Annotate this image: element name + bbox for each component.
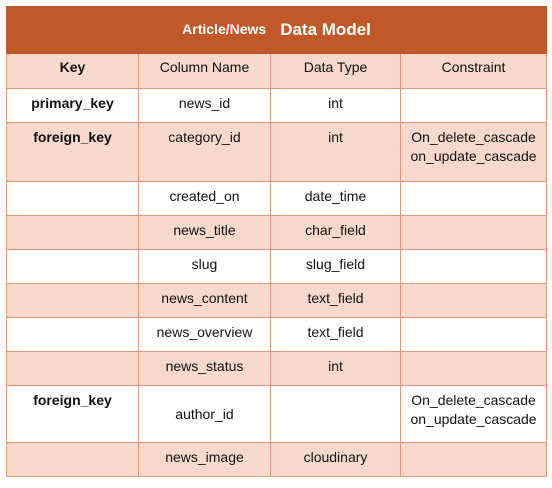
cell-data-type: text_field xyxy=(270,283,401,318)
cell-constraint: On_delete_cascade on_update_cascade xyxy=(399,122,548,182)
column-header-row: Key Column Name Data Type Constraint xyxy=(6,53,548,89)
cell-key xyxy=(6,283,139,318)
table-row: primary_key news_id int xyxy=(6,88,548,123)
constraint-line: On_delete_cascade xyxy=(411,129,536,145)
cell-column-name: news_image xyxy=(138,442,271,477)
cell-constraint xyxy=(399,283,548,318)
table-row: news_content text_field xyxy=(6,283,548,318)
cell-key xyxy=(6,215,139,250)
cell-key xyxy=(6,442,139,477)
header-data-type: Data Type xyxy=(270,53,401,89)
cell-constraint xyxy=(399,442,548,477)
cell-data-type: text_field xyxy=(270,317,401,352)
title-prefix: Article/News xyxy=(182,21,267,37)
data-model-table-container: Article/News Data Model Key Column Name D… xyxy=(5,6,548,477)
cell-column-name: created_on xyxy=(138,181,271,216)
cell-column-name: news_overview xyxy=(138,317,271,352)
table-row: created_on date_time xyxy=(6,181,548,216)
cell-data-type: date_time xyxy=(270,181,401,216)
cell-key: foreign_key xyxy=(6,122,139,182)
cell-constraint xyxy=(399,317,548,352)
cell-constraint: On_delete_cascade on_update_cascade xyxy=(399,385,548,443)
cell-constraint xyxy=(399,249,548,284)
cell-data-type: slug_field xyxy=(270,249,401,284)
cell-column-name: slug xyxy=(138,249,271,284)
table-row: news_status int xyxy=(6,351,548,386)
table-row: news_overview text_field xyxy=(6,317,548,352)
cell-key: primary_key xyxy=(6,88,139,123)
table-row: news_image cloudinary xyxy=(6,442,548,477)
cell-column-name: category_id xyxy=(138,122,271,182)
cell-data-type xyxy=(270,385,401,443)
data-model-table: Article/News Data Model Key Column Name D… xyxy=(5,6,548,477)
cell-data-type: char_field xyxy=(270,215,401,250)
title-main: Data Model xyxy=(280,20,371,39)
constraint-line: on_update_cascade xyxy=(410,411,537,427)
cell-column-name: author_id xyxy=(138,385,271,443)
cell-column-name: news_content xyxy=(138,283,271,318)
cell-data-type: int xyxy=(270,88,401,123)
constraint-line: on_update_cascade xyxy=(410,148,537,164)
header-column-name: Column Name xyxy=(138,53,271,89)
cell-key xyxy=(6,351,139,386)
cell-key xyxy=(6,181,139,216)
table-row: news_title char_field xyxy=(6,215,548,250)
header-constraint: Constraint xyxy=(399,53,548,89)
title-row: Article/News Data Model xyxy=(5,6,548,54)
table-title: Article/News Data Model xyxy=(5,6,548,54)
header-key: Key xyxy=(6,53,139,89)
cell-key: foreign_key xyxy=(6,385,139,443)
cell-data-type: int xyxy=(270,122,401,182)
cell-constraint xyxy=(399,181,548,216)
cell-constraint xyxy=(399,215,548,250)
cell-key xyxy=(6,249,139,284)
cell-data-type: int xyxy=(270,351,401,386)
constraint-line: On_delete_cascade xyxy=(411,392,536,408)
cell-data-type: cloudinary xyxy=(270,442,401,477)
cell-constraint xyxy=(399,351,548,386)
cell-constraint xyxy=(399,88,548,123)
table-row: foreign_key category_id int On_delete_ca… xyxy=(6,122,548,182)
cell-column-name: news_status xyxy=(138,351,271,386)
cell-column-name: news_title xyxy=(138,215,271,250)
cell-key xyxy=(6,317,139,352)
cell-column-name: news_id xyxy=(138,88,271,123)
table-row: slug slug_field xyxy=(6,249,548,284)
